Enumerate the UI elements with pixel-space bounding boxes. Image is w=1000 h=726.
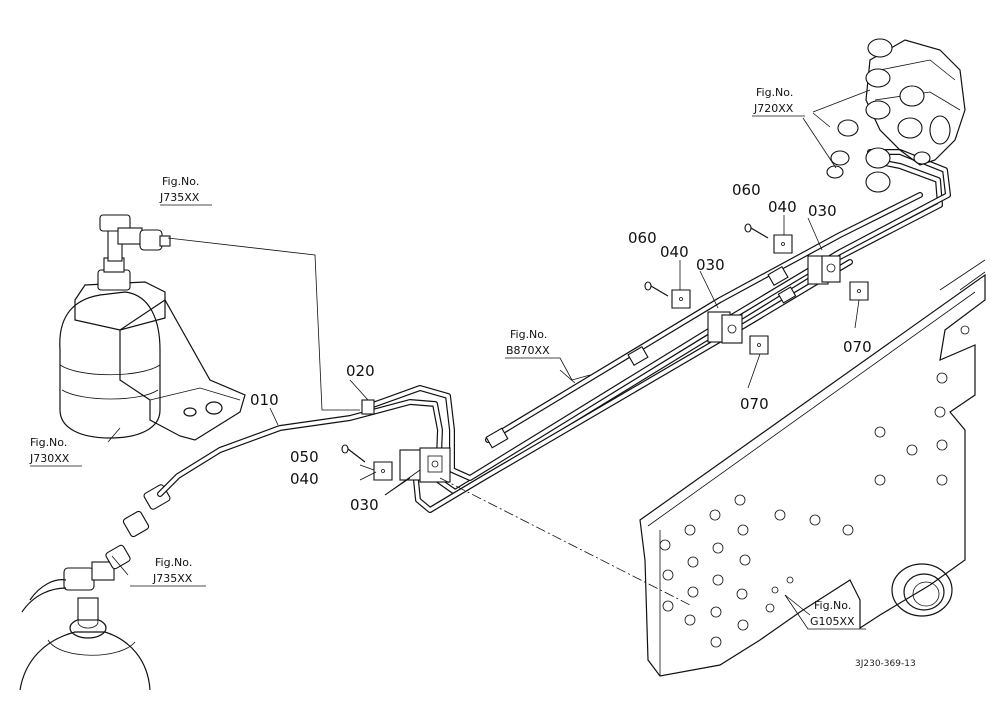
label-070-right: 070 xyxy=(843,338,872,356)
fig-ref-prefix: Fig.No. xyxy=(155,556,192,569)
bolt-050 xyxy=(341,444,366,463)
fig-ref-b870: Fig.No. B870XX xyxy=(505,328,573,381)
plate-070-right xyxy=(849,281,869,301)
drawing-code: 3J230-369-13 xyxy=(855,659,916,669)
fig-ref-prefix: Fig.No. xyxy=(756,86,793,99)
fig-ref-prefix: Fig.No. xyxy=(30,436,67,449)
valve-block xyxy=(826,38,966,193)
clamp-030-middle xyxy=(707,311,743,344)
label-040-left: 040 xyxy=(290,470,319,488)
pipe-fourth xyxy=(485,192,923,443)
fig-ref-code: J735XX xyxy=(152,572,193,585)
label-070-middle: 070 xyxy=(740,395,769,413)
label-030-left: 030 xyxy=(350,496,379,514)
plate-040-left xyxy=(373,461,393,481)
bolt-060-right xyxy=(744,223,769,239)
fig-ref-prefix: Fig.No. xyxy=(510,328,547,341)
fig-ref-prefix: Fig.No. xyxy=(162,175,199,188)
fig-ref-code: B870XX xyxy=(506,344,550,357)
clamp-030-left xyxy=(399,447,451,483)
union-020 xyxy=(361,399,375,415)
fig-ref-code: J730XX xyxy=(29,452,70,465)
leader-lines xyxy=(107,89,871,616)
fig-ref-code: J735XX xyxy=(159,191,200,204)
bolt-060-middle xyxy=(644,281,669,297)
plate-040-right xyxy=(773,234,793,254)
pipe-sleeves xyxy=(485,266,797,449)
accumulator-upper xyxy=(59,214,246,441)
fig-ref-g105: Fig.No. G105XX xyxy=(784,594,866,630)
label-040-right: 040 xyxy=(768,198,797,216)
label-030-right: 030 xyxy=(808,202,837,220)
frame-plate xyxy=(639,259,986,677)
clamp-030-right xyxy=(807,255,841,285)
label-040-middle: 040 xyxy=(660,243,689,261)
label-060-middle: 060 xyxy=(628,229,657,247)
fig-ref-j720: Fig.No. J720XX xyxy=(752,86,805,117)
frame-holes xyxy=(659,325,970,648)
label-030-middle: 030 xyxy=(696,256,725,274)
fig-ref-prefix: Fig.No. xyxy=(814,599,851,612)
pipe-third xyxy=(412,259,853,513)
pipe-second xyxy=(367,149,951,481)
fig-ref-code: J720XX xyxy=(753,102,794,115)
fig-ref-j735-bottom: Fig.No. J735XX xyxy=(130,556,206,587)
label-010: 010 xyxy=(250,391,279,409)
label-020: 020 xyxy=(346,362,375,380)
fig-ref-j730: Fig.No. J730XX xyxy=(29,436,82,467)
plate-040-middle xyxy=(671,289,691,309)
label-060-right: 060 xyxy=(732,181,761,199)
fig-ref-j735-top: Fig.No. J735XX xyxy=(159,175,212,206)
plate-070-middle xyxy=(749,335,769,355)
fig-ref-code: G105XX xyxy=(810,615,855,628)
accumulator-lower xyxy=(19,484,171,691)
label-050: 050 xyxy=(290,448,319,466)
